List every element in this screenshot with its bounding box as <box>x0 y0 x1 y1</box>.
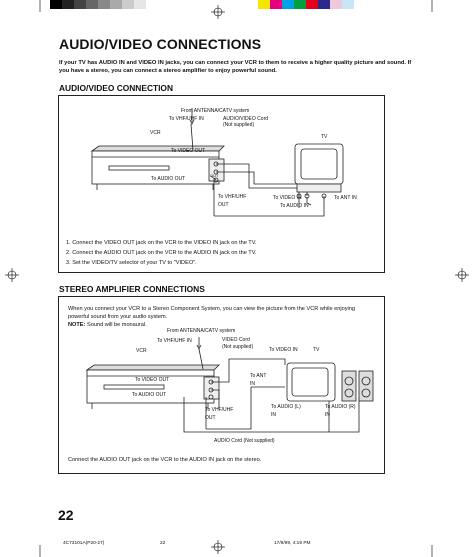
calibration-bar-pink <box>330 0 342 9</box>
step-2: 2. Connect the AUDIO OUT jack on the VCR… <box>66 250 257 256</box>
label-out: OUT <box>210 173 219 178</box>
label-to-video-in: To VIDEO IN <box>273 195 302 201</box>
note-label: NOTE: <box>68 322 86 328</box>
footer-date: 17/9/99, 4:19 PM <box>274 541 311 546</box>
stereo-instruction: Connect the AUDIO OUT jack on the VCR to… <box>68 457 262 463</box>
calibration-bar <box>86 0 98 9</box>
label-av-cord: AUDIO/VIDEO Cord <box>223 116 269 122</box>
label-tv: TV <box>321 134 328 140</box>
label-to-video-out: To VIDEO OUT <box>171 148 206 154</box>
page-title: AUDIO/VIDEO CONNECTIONS <box>59 36 262 52</box>
label-to-vhf-uhf-out-1: To VHF/UHF <box>218 194 247 200</box>
label-from-antenna: From ANTENNA/CATV system <box>181 108 250 114</box>
page-number: 22 <box>58 507 74 523</box>
label-to-vhf-uhf-in-2: To VHF/UHF IN <box>157 338 192 344</box>
label-to-video-out-2: To VIDEO OUT <box>135 377 170 383</box>
footer-code: 4C73101A(P20-27) <box>63 541 105 546</box>
calibration-bar-magenta <box>270 0 282 9</box>
label-to-ant-1: To ANT <box>250 373 267 379</box>
calibration-bar-lightblue <box>342 0 354 9</box>
label-to-video-in-2: To VIDEO IN <box>269 347 298 353</box>
label-not-supplied-2: (Not supplied) <box>222 344 254 350</box>
label-audio-cord: AUDIO Cord (Not supplied) <box>214 438 275 444</box>
intro-paragraph: If your TV has AUDIO IN and VIDEO IN jac… <box>59 60 412 74</box>
note-text: Sound will be monaural. <box>85 322 147 328</box>
label-video-cord: VIDEO Cord <box>222 337 250 343</box>
label-to-vhf-uhf-out-1b: To VHF/UHF <box>205 407 234 413</box>
calibration-bar <box>122 0 134 9</box>
footer-page: 22 <box>160 541 166 546</box>
av-connection-box: From ANTENNA/CATV system To VHF/UHF IN A… <box>58 95 385 273</box>
calibration-bar <box>134 0 146 9</box>
calibration-bar <box>62 0 74 9</box>
label-to-audio-in: To AUDIO IN <box>280 203 309 209</box>
calibration-bar-blue <box>318 0 330 9</box>
label-from-antenna-2: From ANTENNA/CATV system <box>167 328 236 334</box>
label-to-vhf-uhf-out-2b: OUT <box>205 415 216 421</box>
calibration-bar-cyan <box>282 0 294 9</box>
calibration-bar-yellow <box>258 0 270 9</box>
label-to-audio-out-2: To AUDIO OUT <box>132 392 167 398</box>
label-vcr-2: VCR <box>136 348 147 354</box>
stereo-intro: When you connect your VCR to a Stereo Co… <box>68 306 355 320</box>
calibration-bar-green <box>294 0 306 9</box>
section-heading-stereo: STEREO AMPLIFIER CONNECTIONS <box>59 284 205 294</box>
label-to-audio-r-2: IN <box>325 412 330 418</box>
label-to-vhf-uhf-out-2: OUT <box>218 202 229 208</box>
label-to-ant-2: IN <box>250 381 255 387</box>
label-tv-2: TV <box>313 347 320 353</box>
step-3: 3. Set the VIDEO/TV selector of your TV … <box>66 260 197 266</box>
calibration-bar <box>110 0 122 9</box>
section-heading-av: AUDIO/VIDEO CONNECTION <box>59 83 173 93</box>
label-to-audio-l-1: To AUDIO (L) <box>271 404 301 410</box>
label-to-audio-out: To AUDIO OUT <box>151 176 186 182</box>
label-to-ant-in: To ANT IN <box>334 195 357 201</box>
calibration-bar <box>98 0 110 9</box>
stereo-connection-box: When you connect your VCR to a Stereo Co… <box>58 296 385 474</box>
calibration-bar-red <box>306 0 318 9</box>
stereo-connection-diagram <box>85 337 374 433</box>
calibration-bar-black <box>50 0 62 9</box>
label-to-vhf-uhf-in: To VHF/UHF IN <box>169 116 204 122</box>
step-1: 1. Connect the VIDEO OUT jack on the VCR… <box>66 240 257 246</box>
label-to-audio-l-2: IN <box>271 412 276 418</box>
av-connection-diagram <box>90 108 344 217</box>
label-vcr: VCR <box>150 130 161 136</box>
calibration-bar <box>74 0 86 9</box>
label-to-audio-r-1: To AUDIO (R) <box>325 404 356 410</box>
label-not-supplied: (Not supplied) <box>223 122 255 128</box>
note: NOTE: Sound will be monaural. <box>68 322 147 328</box>
